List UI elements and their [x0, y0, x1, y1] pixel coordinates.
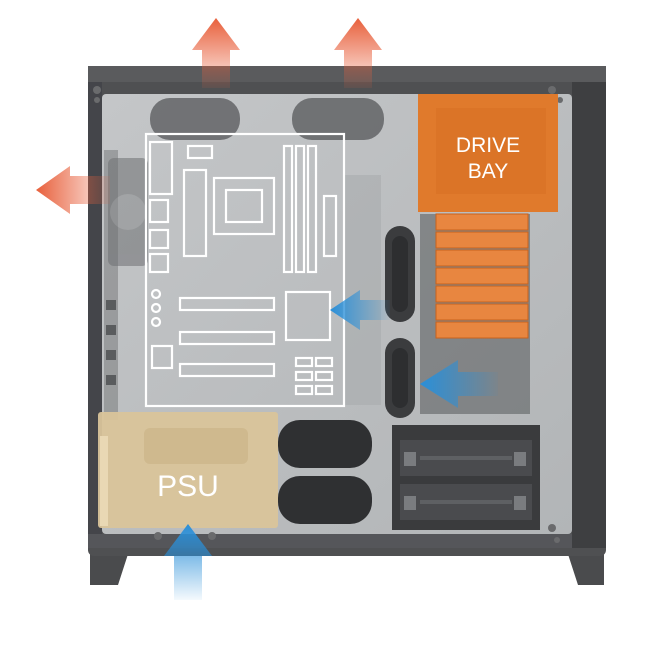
- case-front-foot: [90, 548, 130, 585]
- psu-rear-plate: [100, 436, 108, 526]
- audio-capacitor: [150, 302, 162, 314]
- drive-bay-label-line1: DRIVE: [456, 134, 520, 157]
- vrm-heatsink: [182, 168, 208, 258]
- arrow-up-icon: [164, 524, 212, 600]
- sata-port: [314, 384, 334, 396]
- sata-port: [294, 370, 314, 382]
- audio-chip-2: [148, 252, 170, 274]
- drive-bay-sleds: [435, 213, 529, 339]
- pcie-slot-2: [178, 330, 276, 346]
- chipset-heatsink: [284, 290, 332, 342]
- case-rear-foot: [566, 548, 604, 585]
- cpu-die: [224, 188, 264, 224]
- motherboard-outline: [144, 132, 346, 408]
- drive-bay-block: [418, 94, 558, 212]
- top-fans: [150, 98, 384, 140]
- rear-fan: [108, 158, 148, 266]
- drive-bay-label-line2: BAY: [468, 160, 508, 183]
- case-screws: [93, 86, 563, 543]
- ram-slot-1: [282, 144, 294, 274]
- drive-bay: DRIVE BAY: [418, 94, 558, 339]
- rear-io: [148, 140, 174, 196]
- bios-chip: [150, 344, 174, 370]
- psu-fan-grille: [144, 428, 248, 464]
- audio-capacitor: [150, 288, 162, 300]
- arrow-up-icon: [192, 18, 240, 88]
- audio-capacitor: [150, 316, 162, 328]
- cpu-socket: [212, 176, 276, 236]
- atx-24pin: [322, 194, 338, 258]
- arrow-left-icon: [420, 360, 498, 408]
- io-chip: [148, 198, 170, 224]
- sata-port: [314, 356, 334, 368]
- ram-slot-3: [306, 144, 318, 274]
- case-front-panel: [572, 82, 606, 548]
- sata-port: [294, 384, 314, 396]
- arrow-up-icon: [334, 18, 382, 88]
- psu: PSU: [98, 412, 278, 528]
- psu-label: PSU: [157, 470, 219, 503]
- arrow-left-icon: [330, 290, 390, 330]
- pcie-slot-3: [178, 362, 276, 378]
- audio-chip: [148, 228, 170, 250]
- arrow-left-icon: [36, 166, 110, 214]
- pcie-slot-1: [178, 296, 276, 312]
- motherboard: [144, 132, 346, 408]
- ram-slot-2: [294, 144, 306, 274]
- sata-port: [314, 370, 334, 382]
- hdd-cage: [392, 425, 540, 530]
- airflow-arrows: [36, 18, 498, 600]
- motherboard-connector: [186, 144, 214, 160]
- tray-cutout: [345, 175, 381, 405]
- sata-port: [294, 356, 314, 368]
- cable-grommets: [385, 226, 415, 418]
- psu-shroud-pads: [278, 420, 372, 524]
